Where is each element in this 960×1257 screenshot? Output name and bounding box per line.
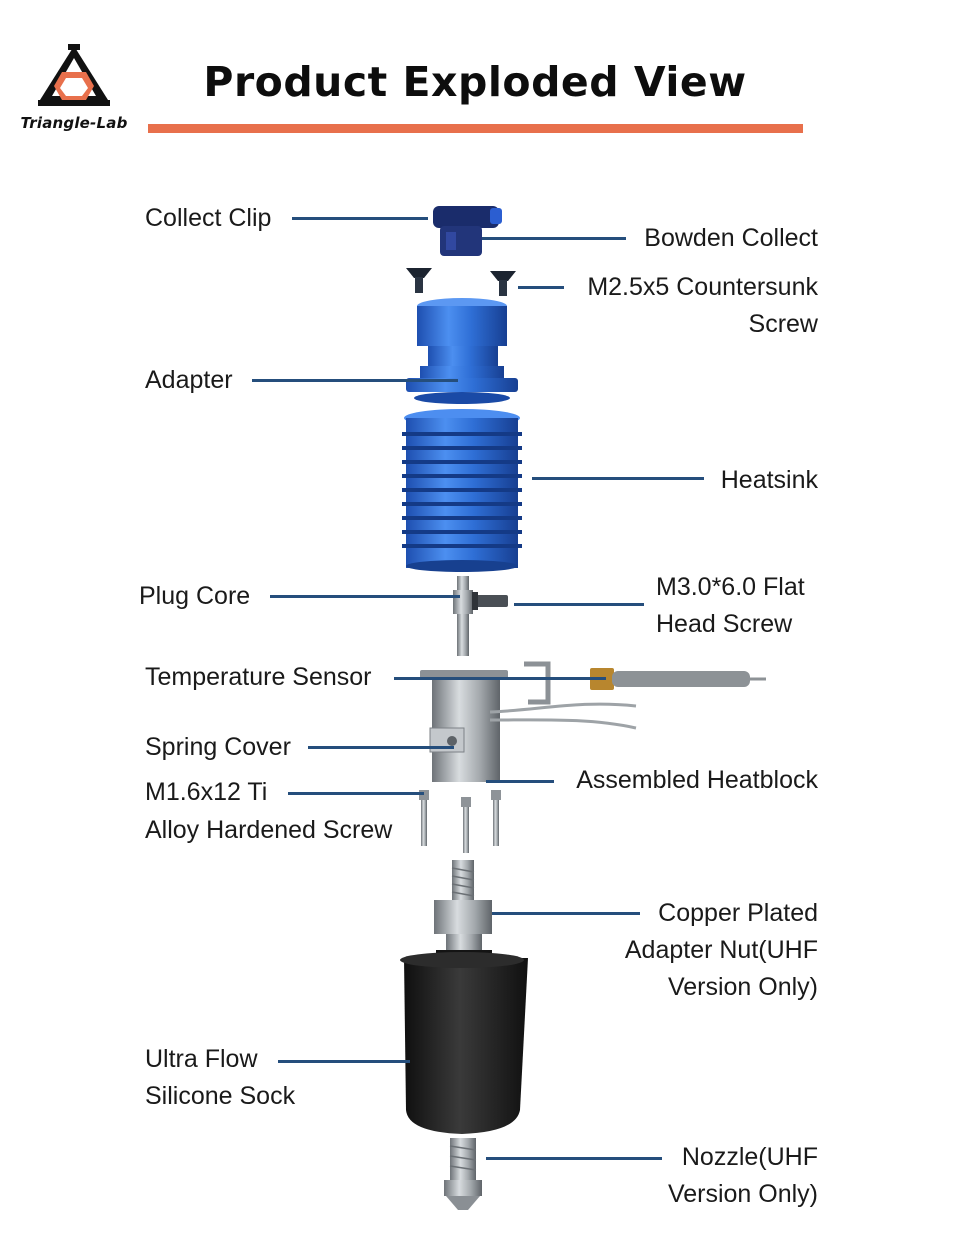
leader-copper-adapter-nut: [492, 912, 640, 915]
leader-collect-clip: [292, 217, 428, 220]
ti-screws-part: [419, 790, 501, 853]
silicone-sock-part: [400, 950, 528, 1134]
label-flat-head-line1: M3.0*6.0 Flat: [656, 569, 805, 606]
label-countersunk-line1: M2.5x5 Countersunk: [587, 269, 818, 306]
label-nozzle-line2: Version Only): [668, 1176, 818, 1213]
leader-countersunk-screw: [518, 286, 564, 289]
label-copper-nut-line1: Copper Plated: [658, 895, 818, 932]
leader-temperature-sensor: [394, 677, 606, 680]
label-spring-cover: Spring Cover: [145, 729, 291, 766]
label-copper-nut-line2: Adapter Nut(UHF: [625, 932, 818, 969]
label-bowden-collect: Bowden Collect: [644, 220, 818, 257]
flat-head-screw-part: [472, 592, 508, 610]
label-temperature-sensor: Temperature Sensor: [145, 659, 372, 696]
leader-silicone-sock: [278, 1060, 410, 1063]
leader-plug-core: [270, 595, 460, 598]
label-sock-line2: Silicone Sock: [145, 1078, 295, 1115]
label-adapter: Adapter: [145, 362, 233, 399]
label-ti-screw-line1: M1.6x12 Ti: [145, 774, 267, 811]
label-nozzle-line1: Nozzle(UHF: [682, 1139, 818, 1176]
label-plug-core: Plug Core: [139, 578, 250, 615]
leader-assembled-heatblock: [486, 780, 554, 783]
label-copper-nut-line3: Version Only): [668, 969, 818, 1006]
leader-heatsink: [532, 477, 704, 480]
leader-flat-head-screw: [514, 603, 644, 606]
label-sock-line1: Ultra Flow: [145, 1041, 258, 1078]
leader-bowden-collect: [482, 237, 626, 240]
label-ti-screw-line2: Alloy Hardened Screw: [145, 812, 392, 849]
adapter-part: [406, 298, 518, 404]
nozzle-part: [444, 1138, 482, 1210]
leader-adapter: [252, 379, 458, 382]
plug-core-part: [453, 576, 473, 656]
label-countersunk-line2: Screw: [749, 306, 818, 343]
copper-adapter-nut-part: [434, 860, 492, 952]
label-heatsink: Heatsink: [721, 462, 818, 499]
label-assembled-heatblock: Assembled Heatblock: [576, 762, 818, 799]
leader-nozzle: [486, 1157, 662, 1160]
countersunk-screws-part: [406, 268, 516, 296]
label-flat-head-line2: Head Screw: [656, 606, 792, 643]
label-collect-clip: Collect Clip: [145, 200, 271, 237]
leader-spring-cover: [308, 746, 454, 749]
collect-clip-part: [433, 206, 502, 256]
leader-ti-screw: [288, 792, 424, 795]
heatsink-part: [402, 409, 522, 572]
